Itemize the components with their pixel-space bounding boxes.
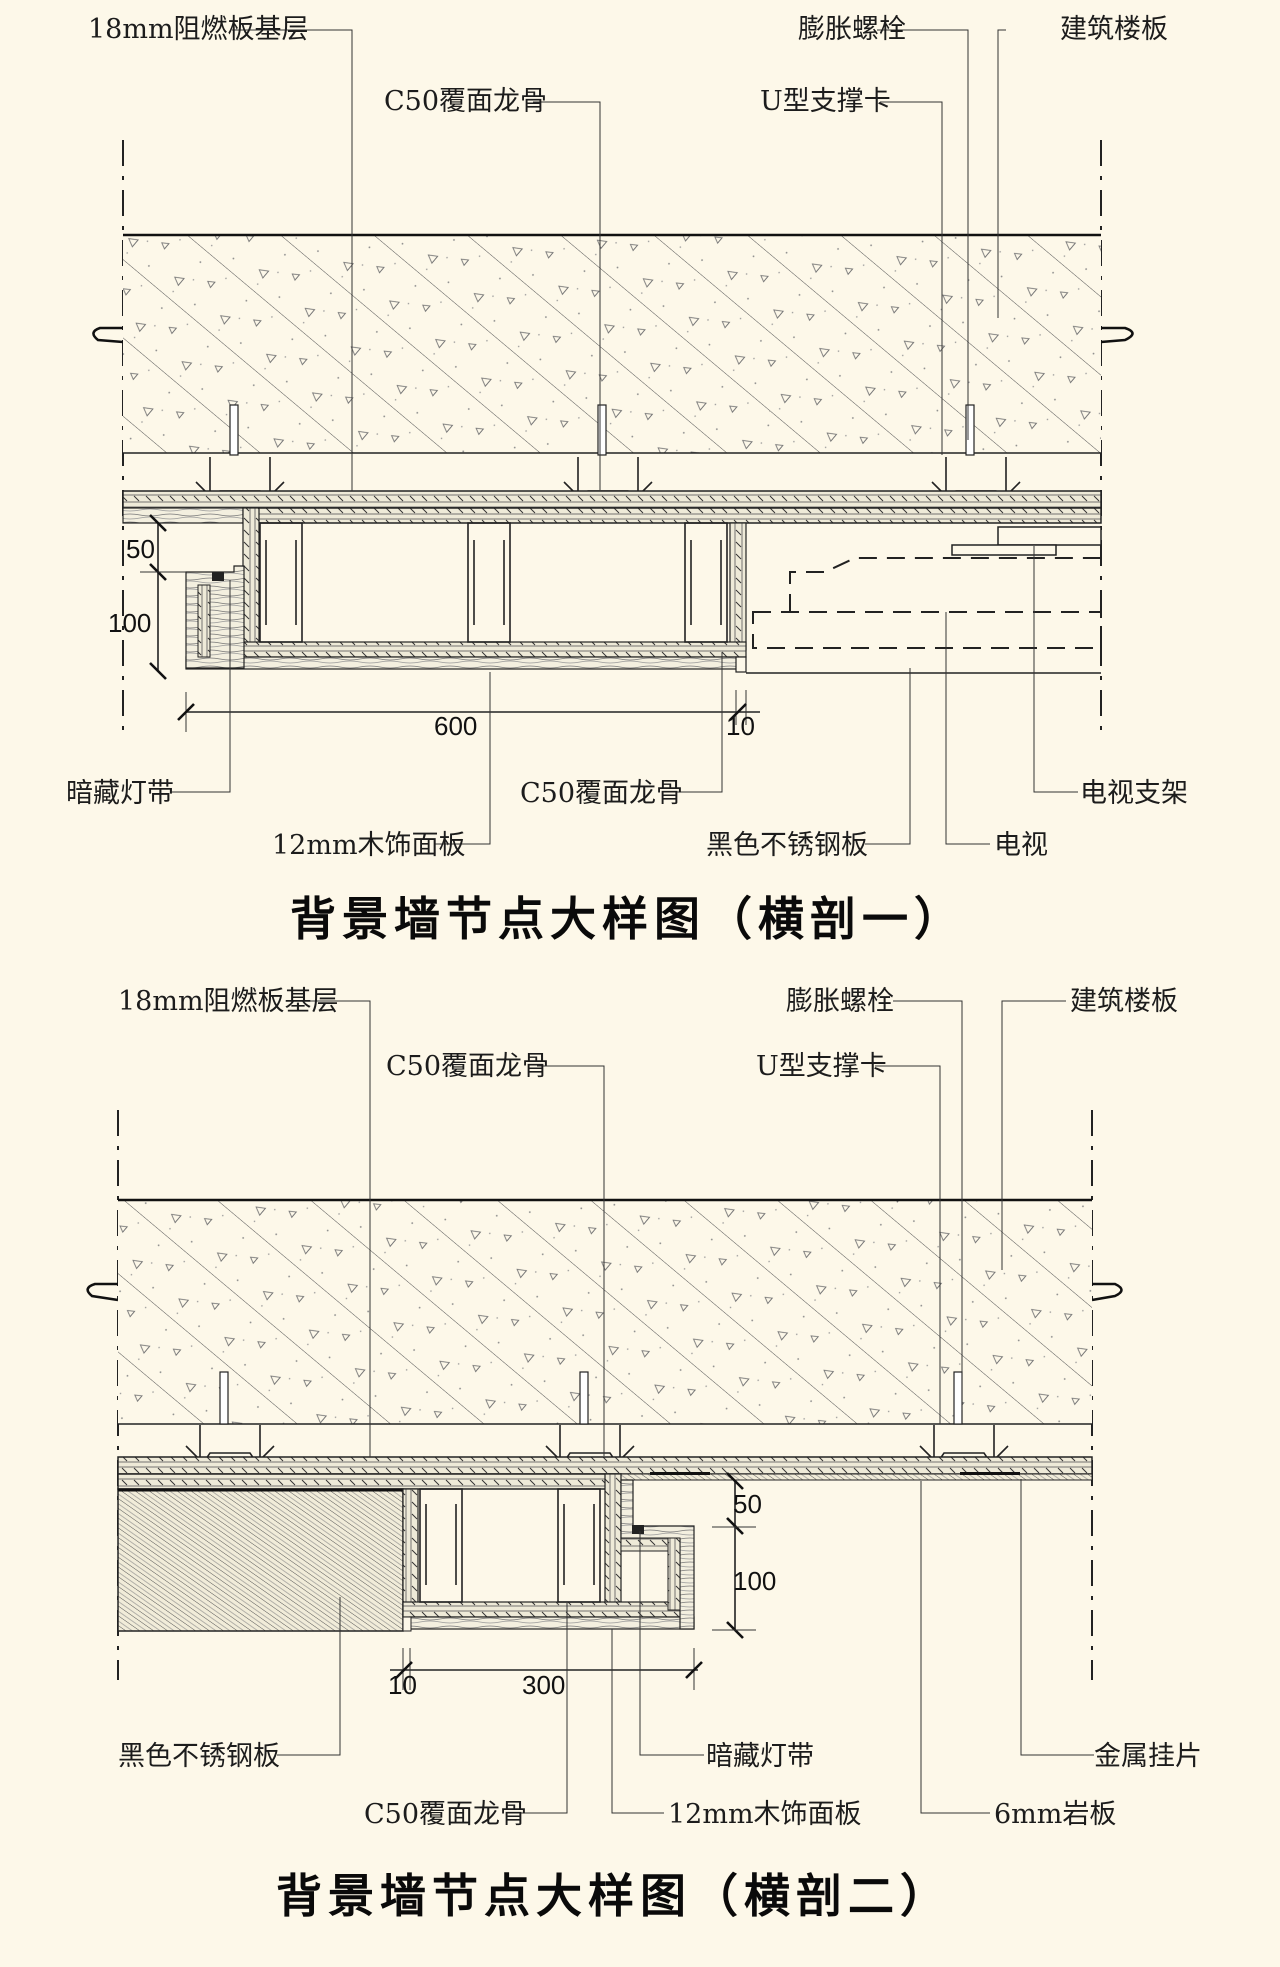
- leader-slate: [920, 1481, 990, 1814]
- black-steel-plate-block: [117, 1488, 404, 1632]
- label-steel-plate: 黑色不锈钢板: [706, 830, 868, 861]
- side-board-left: [242, 507, 260, 651]
- label-bolt: 膨胀螺栓: [798, 14, 906, 45]
- dim-depth: 100: [733, 1566, 776, 1596]
- label-hidden-light: 暗藏灯带: [706, 1741, 814, 1772]
- label-hidden-light: 暗藏灯带: [66, 778, 174, 809]
- leader-wood-panel: [435, 672, 491, 845]
- leader-steel-plate: [865, 668, 911, 845]
- niche-bottom-board: [402, 1601, 684, 1618]
- label-c50-top: C50覆面龙骨: [386, 1051, 549, 1082]
- fire-board-base-layer: [117, 1456, 1093, 1475]
- side-board-left: [402, 1488, 419, 1618]
- leader-hidden-light: [639, 1531, 704, 1756]
- dim-top-offset: 50: [733, 1489, 762, 1519]
- dimension-vertical: 50 100: [108, 514, 186, 680]
- label-fire-board: 18mm阻燃板基层: [118, 986, 339, 1017]
- label-metal-hanger: 金属挂片: [1094, 1741, 1202, 1772]
- dim-gap: 10: [726, 711, 755, 741]
- leader-fire-board: [304, 1000, 371, 1457]
- label-tv: 电视: [994, 830, 1048, 861]
- label-fire-board: 18mm阻燃板基层: [88, 14, 309, 45]
- tv-outline: [789, 557, 1101, 612]
- fire-board-base-layer: [122, 490, 1102, 509]
- leader-floor-slab: [997, 29, 1006, 318]
- expansion-bolt-icon: [579, 1371, 589, 1425]
- floor-slab: [123, 235, 1101, 453]
- expansion-bolt-icon: [229, 404, 239, 456]
- wood-veneer-panel: [409, 1616, 695, 1630]
- side-board-right: [604, 1473, 622, 1618]
- label-tv-bracket: 电视支架: [1080, 778, 1188, 809]
- leader-tv-bracket: [1033, 546, 1078, 793]
- section-1-title: 背景墙节点大样图（横剖一）: [290, 892, 966, 946]
- wood-veneer-panel: [185, 656, 739, 670]
- section-1: 50 100 600 10 18mm阻燃板基层 C50覆面龙骨 膨胀螺栓: [66, 14, 1188, 946]
- label-u-clip: U型支撑卡: [760, 86, 891, 117]
- label-c50-top: C50覆面龙骨: [384, 86, 547, 117]
- dimension-horizontal: 10 300: [388, 1648, 703, 1700]
- dim-gap: 10: [388, 1670, 417, 1700]
- leader-u-clip: [875, 1065, 941, 1424]
- floor-slab: [118, 1200, 1092, 1424]
- label-floor-slab: 建筑楼板: [1070, 986, 1178, 1017]
- side-board-right: [729, 522, 747, 651]
- label-bolt: 膨胀螺栓: [786, 986, 894, 1017]
- c50-stud: [419, 1488, 463, 1603]
- expansion-bolt-icon: [965, 404, 975, 456]
- leader-hidden-light: [172, 580, 231, 793]
- metal-hanger: [960, 1472, 1020, 1475]
- leader-bolt: [893, 1000, 963, 1410]
- label-floor-slab: 建筑楼板: [1060, 14, 1168, 45]
- dim-width: 300: [522, 1670, 565, 1700]
- leader-c50-bottom: [510, 1603, 568, 1814]
- leader-u-clip: [880, 101, 943, 455]
- dimension-horizontal: 600 10: [177, 690, 760, 741]
- dim-width: 600: [434, 711, 477, 741]
- label-slate: 6mm岩板: [994, 1799, 1116, 1830]
- leader-steel-plate: [277, 1597, 341, 1756]
- dimension-vertical: 50 100: [712, 1472, 776, 1639]
- section-2-title: 背景墙节点大样图（横剖二）: [276, 1869, 952, 1923]
- led-strip-icon: [212, 572, 224, 581]
- leader-fire-board: [232, 29, 353, 491]
- label-c50-bottom: C50覆面龙骨: [520, 778, 683, 809]
- dim-depth: 100: [108, 608, 151, 638]
- section-2: 50 100 10 300 18mm阻燃板基层 C50覆面龙骨 膨胀螺栓: [86, 986, 1202, 1923]
- label-wood-panel: 12mm木饰面板: [668, 1799, 862, 1830]
- c50-stud: [259, 522, 303, 643]
- leader-wood-panel: [611, 1629, 664, 1814]
- label-c50-bottom: C50覆面龙骨: [364, 1799, 527, 1830]
- label-steel-plate: 黑色不锈钢板: [118, 1741, 280, 1772]
- label-wood-panel: 12mm木饰面板: [272, 830, 466, 861]
- tv-bracket: [997, 526, 1102, 546]
- leader-tv: [945, 612, 990, 845]
- expansion-bolt-icon: [953, 1371, 963, 1425]
- led-strip-icon: [632, 1525, 644, 1534]
- c50-stud: [467, 522, 511, 643]
- expansion-bolt-icon: [597, 404, 607, 456]
- c50-stud: [557, 1488, 601, 1603]
- leader-c50-bottom: [668, 652, 723, 793]
- expansion-bolt-icon: [219, 1371, 229, 1425]
- leader-c50-top: [533, 101, 601, 490]
- dim-top-offset: 50: [126, 534, 155, 564]
- leader-metal-hanger: [1020, 1479, 1094, 1756]
- leader-bolt: [877, 29, 969, 440]
- c50-stud: [684, 522, 728, 643]
- niche-bottom-board: [193, 641, 747, 658]
- metal-hanger: [650, 1472, 710, 1475]
- leader-c50-top: [537, 1065, 605, 1456]
- light-cove-box: [185, 565, 245, 669]
- label-u-clip: U型支撑卡: [756, 1051, 887, 1082]
- leader-floor-slab: [1001, 1000, 1066, 1270]
